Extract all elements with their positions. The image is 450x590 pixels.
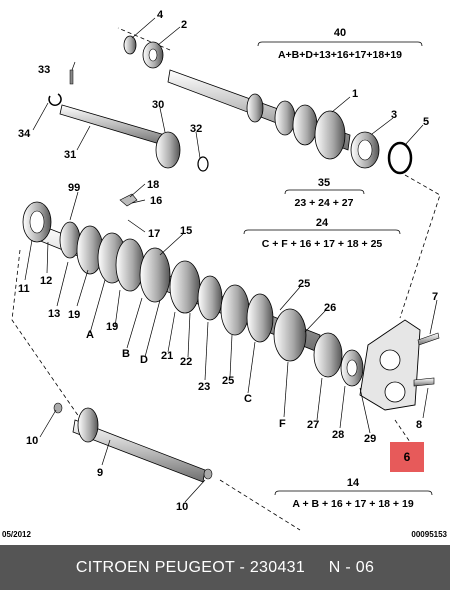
callout-f: F [279,418,286,430]
callout-33: 33 [38,64,50,76]
shift-rod-assembly [48,69,209,172]
group-14-formula: A + B + 16 + 17 + 18 + 19 [292,498,413,510]
guide-lines [11,27,441,531]
callout-18: 18 [147,179,159,191]
callout-8: 8 [416,419,422,431]
exploded-parts-diagram: 4 2 1 3 5 30 32 33 34 31 99 18 16 17 15 … [2,9,447,539]
callout-21: 21 [161,350,173,362]
group-braces [243,41,433,496]
callout-28: 28 [332,429,344,441]
callout-17: 17 [148,228,160,240]
callout-25-lower: 25 [222,375,234,387]
callout-19-left: 19 [68,309,80,321]
group-formulas: 40 A+B+D+13+16+17+18+19 35 23 + 24 + 27 … [262,27,414,510]
callout-4: 4 [157,9,164,21]
leader-lines [24,17,438,503]
callout-7: 7 [432,291,438,303]
callout-27: 27 [307,419,319,431]
diagram-drawing: 4 2 1 3 5 30 32 33 34 31 99 18 16 17 15 … [11,9,441,531]
group-14-number: 14 [347,477,360,489]
callout-9: 9 [97,467,103,479]
footer-bar: CITROEN PEUGEOT - 230431 N - 06 [0,545,450,590]
footer-text: CITROEN PEUGEOT - 230431 N - 06 [75,558,375,576]
group-40-number: 40 [334,27,346,39]
upper-shaft-assembly [123,35,413,175]
callout-b: B [122,348,130,360]
callout-31: 31 [64,149,76,161]
callout-11: 11 [18,283,30,295]
callout-1: 1 [352,88,358,100]
callout-13: 13 [48,308,60,320]
callout-22: 22 [180,356,192,368]
callout-34: 34 [18,128,31,140]
group-35-formula: 23 + 24 + 27 [295,197,354,209]
highlighted-part-label: 6 [403,450,411,464]
highlighted-part-6[interactable]: 6 [390,442,424,472]
callout-12: 12 [40,275,52,287]
callout-10-lower: 10 [176,501,188,513]
callout-c: C [244,393,252,405]
group-40-formula: A+B+D+13+16+17+18+19 [278,49,402,61]
callout-26: 26 [324,302,336,314]
group-24-formula: C + F + 16 + 17 + 18 + 25 [262,238,383,250]
callout-29: 29 [364,433,376,445]
callout-3: 3 [391,109,397,121]
callout-25-upper: 25 [298,278,310,290]
callout-2: 2 [181,19,187,31]
callout-10-upper: 10 [26,435,38,447]
callout-5: 5 [423,116,429,128]
callout-15: 15 [180,225,192,237]
group-24-number: 24 [316,217,329,229]
callout-30: 30 [152,99,164,111]
end-plate-assembly [359,319,440,411]
callout-d: D [140,354,148,366]
callout-32: 32 [190,123,202,135]
main-shaft-assembly [22,193,364,387]
callout-23: 23 [198,381,210,393]
group-35-number: 35 [318,177,330,189]
callout-99: 99 [68,182,80,194]
callout-16: 16 [150,195,162,207]
diagram-code: 00095153 [411,530,447,539]
diagram-date: 05/2012 [2,530,31,539]
callout-a: A [86,329,94,341]
callout-labels: 4 2 1 3 5 30 32 33 34 31 99 18 16 17 15 … [18,9,438,513]
callout-19-right: 19 [106,321,118,333]
